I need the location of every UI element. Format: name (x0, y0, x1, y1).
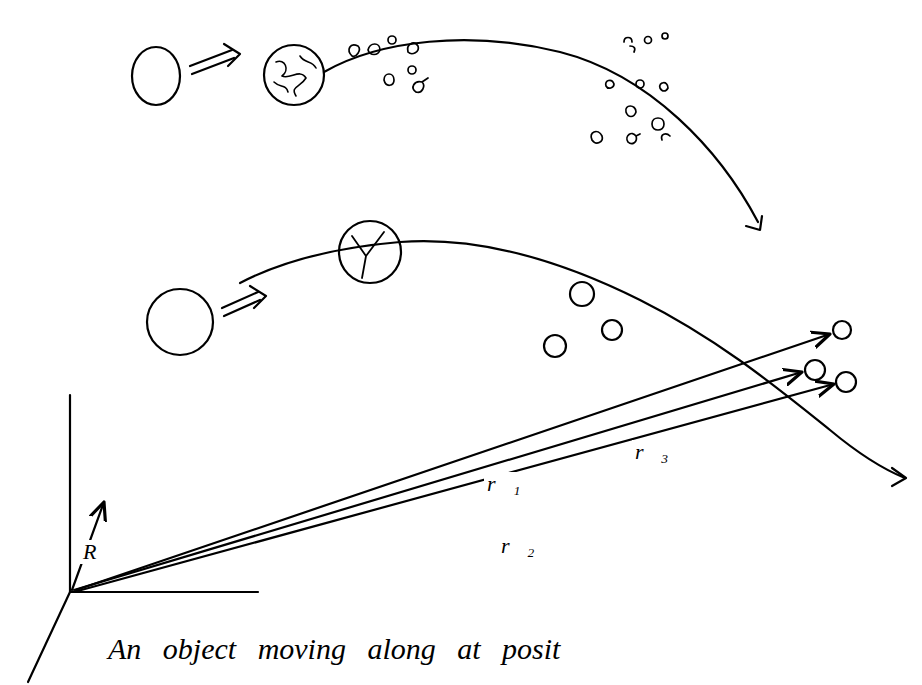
crack-lines (352, 232, 384, 278)
double-arrow (222, 286, 266, 316)
fragments (349, 33, 670, 144)
trajectory-head (892, 468, 906, 486)
fragment (836, 372, 856, 392)
trajectory-head (746, 216, 762, 230)
handwritten-note: An object moving along at posit (105, 632, 563, 665)
vector-label: r⃗₂ (498, 534, 537, 558)
fragment (805, 360, 825, 380)
explosion-scribble (274, 56, 316, 96)
position-vector (74, 384, 834, 592)
fragment (602, 320, 622, 340)
exploding-object (264, 45, 324, 105)
vector-label: r⃗₁ (484, 472, 523, 496)
fragment (833, 321, 851, 339)
vector-label: r⃗₃ (632, 440, 671, 464)
fragment (570, 282, 594, 306)
fragment (544, 335, 566, 357)
breaking-object (339, 221, 401, 283)
object-circle (147, 289, 213, 355)
object-circle (132, 47, 180, 105)
double-arrow (190, 44, 240, 74)
position-vector (74, 372, 802, 590)
trajectory-arc (324, 40, 758, 222)
position-vector (76, 334, 830, 590)
vector-label: R⃗ (80, 540, 117, 564)
trajectory-arc (240, 241, 905, 478)
